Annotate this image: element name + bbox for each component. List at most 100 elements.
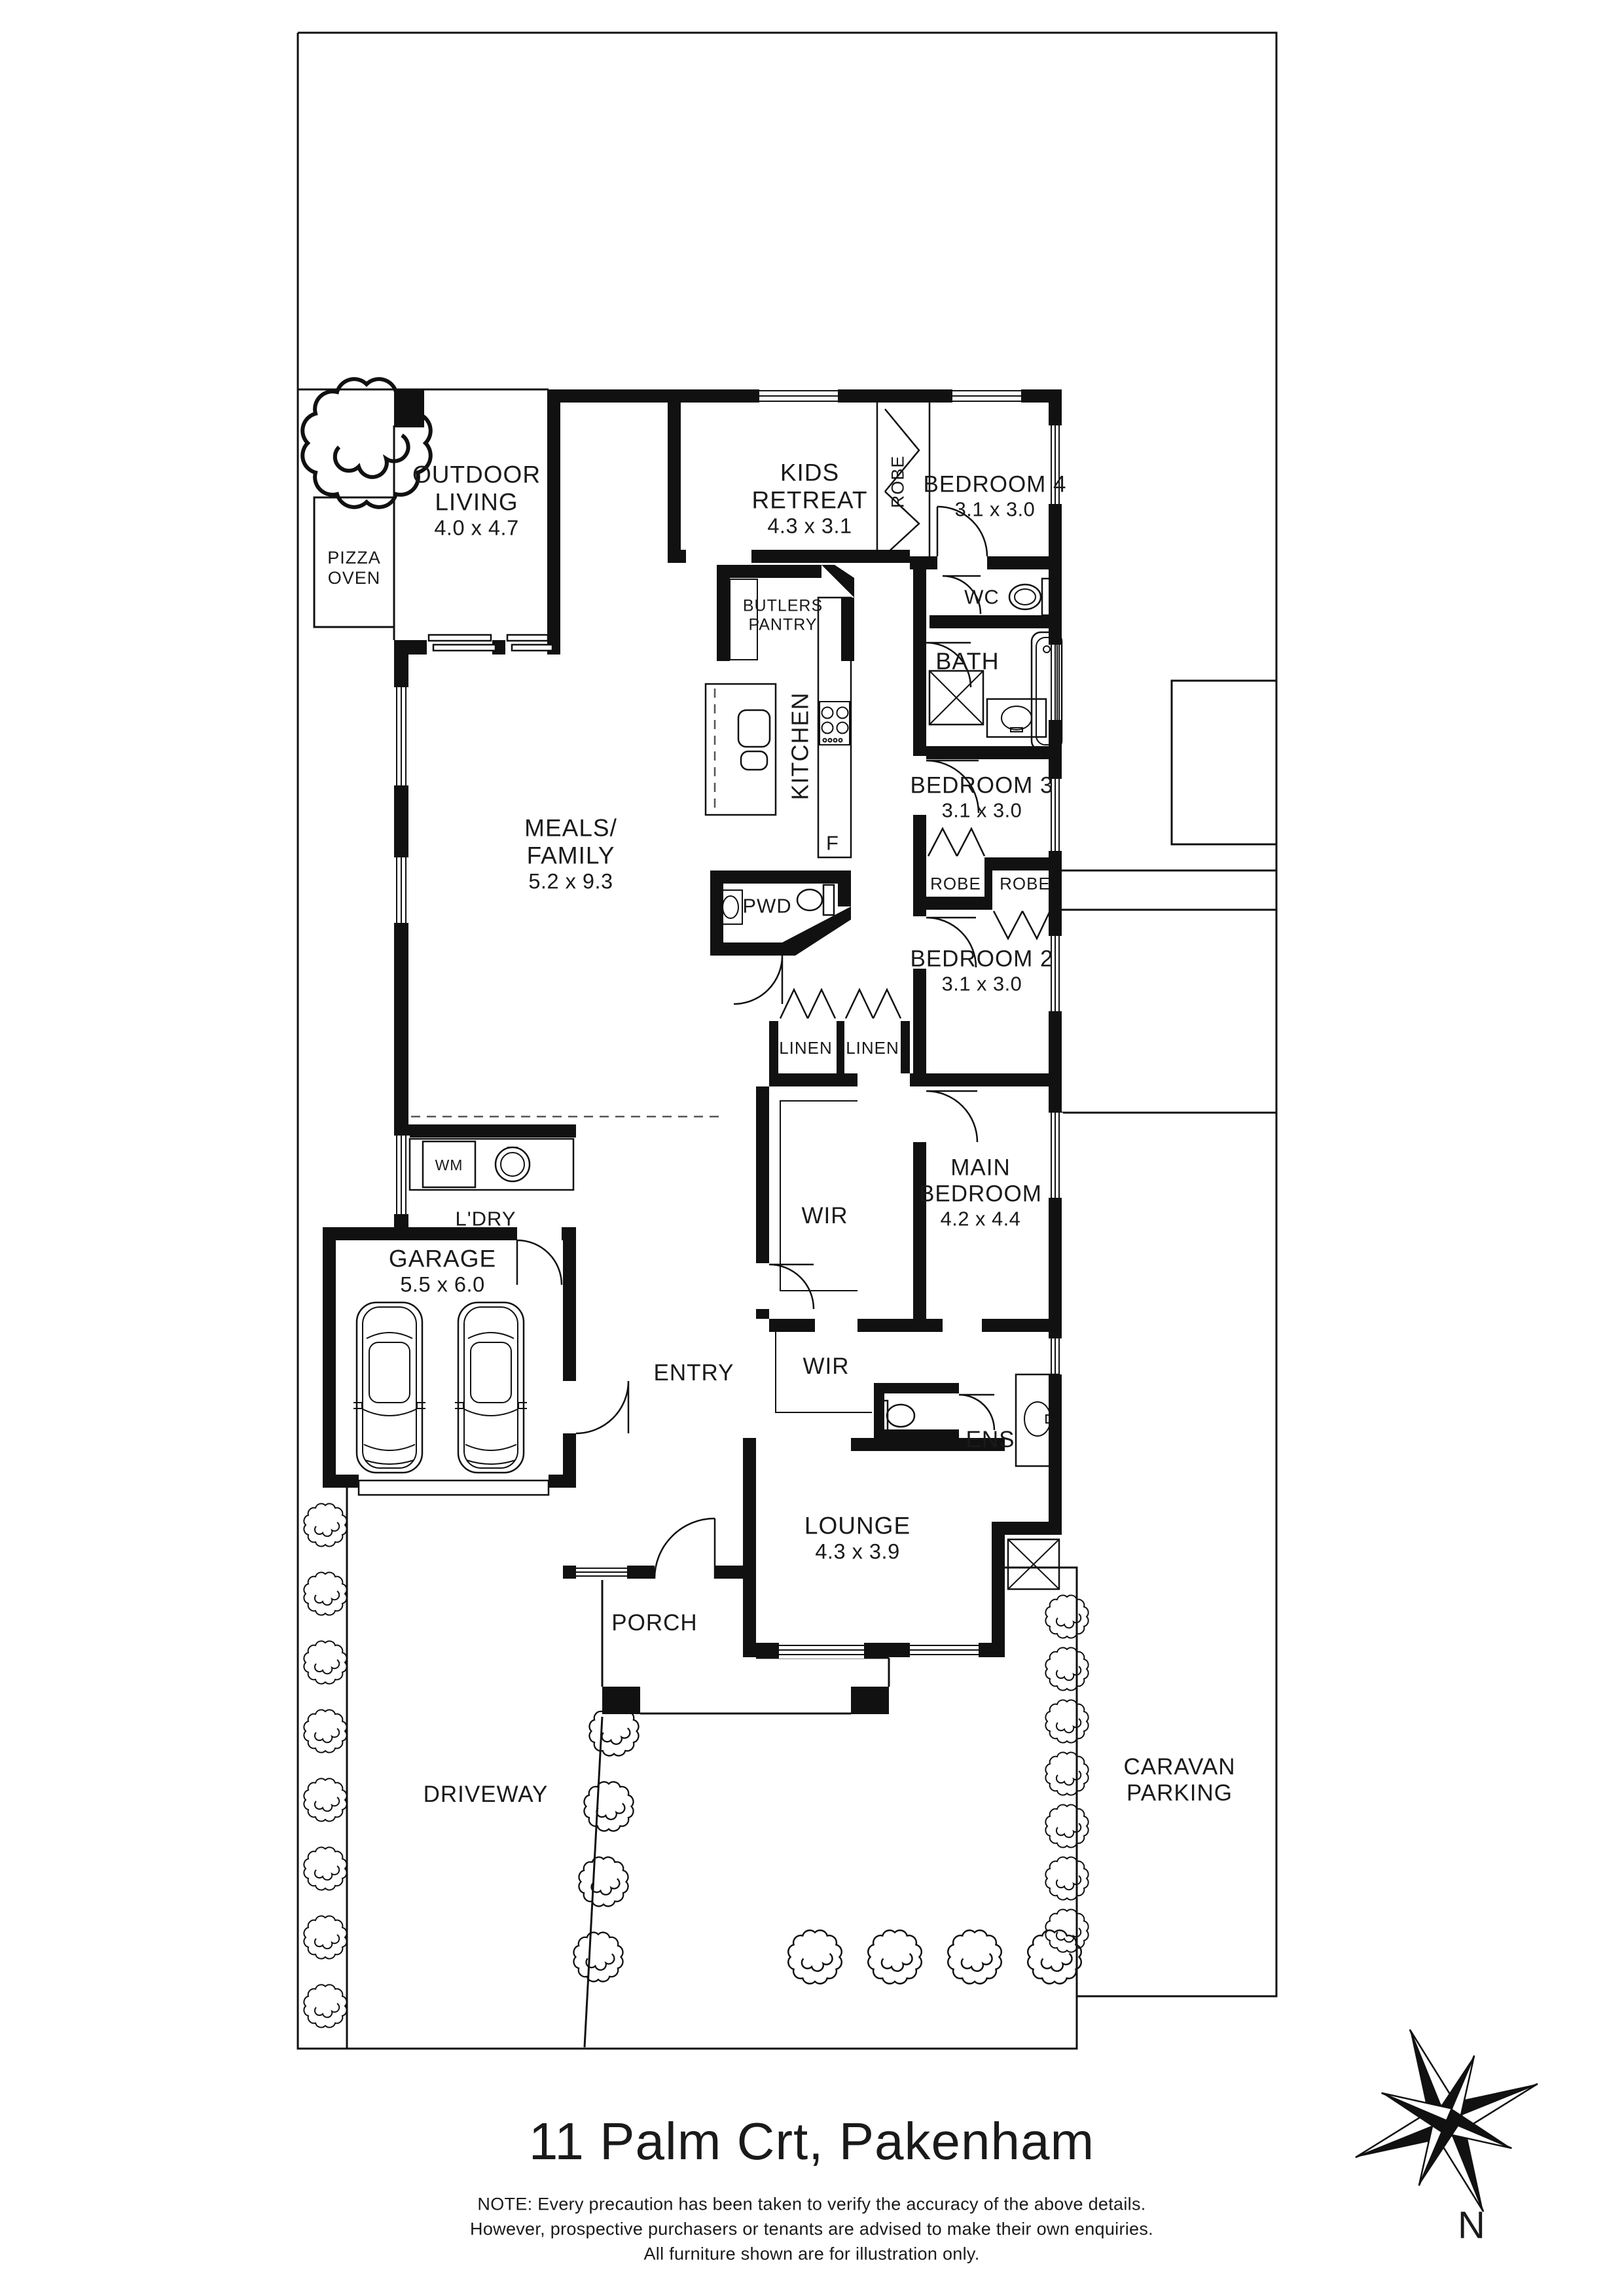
bedroom3-door xyxy=(926,759,980,814)
room-label-text: DRIVEWAY xyxy=(423,1782,549,1808)
tree-icon xyxy=(867,1929,922,1984)
tree-icon xyxy=(583,1781,634,1832)
room-label-wc: WC xyxy=(964,585,1000,608)
disclaimer-line: All furniture shown are for illustration… xyxy=(643,2244,980,2264)
room-dimensions: 4.2 x 4.4 xyxy=(940,1207,1021,1230)
room-label-text: BATH xyxy=(935,647,1000,675)
room-label-text: WM xyxy=(435,1156,463,1174)
north-label: N xyxy=(1458,2204,1485,2247)
disclaimer-line: NOTE: Every precaution has been taken to… xyxy=(477,2194,1146,2214)
compass-rose xyxy=(1355,2029,1538,2212)
room-label-text: BUTLERS xyxy=(742,596,823,615)
room-dimensions: 3.1 x 3.0 xyxy=(941,972,1022,996)
house-walls xyxy=(323,389,1062,1657)
room-label-kitchen: KITCHEN xyxy=(786,692,813,800)
kitchen-sink xyxy=(737,709,771,748)
room-label-text: MEALS/ xyxy=(524,814,617,842)
robe4-bifold xyxy=(884,408,920,556)
garage-entry-door xyxy=(575,1380,630,1435)
room-label-text: RETREAT xyxy=(751,486,868,514)
room-dimensions: 4.3 x 3.1 xyxy=(767,514,852,538)
room-label-wir-2: WIR xyxy=(803,1354,849,1380)
room-label-text: WC xyxy=(964,585,1000,609)
tree-icon xyxy=(1045,1594,1089,1639)
tree-icon xyxy=(1045,1647,1089,1691)
bath-door xyxy=(926,641,972,688)
window xyxy=(759,388,838,404)
tree-icon xyxy=(1045,1699,1089,1744)
laundry-bench xyxy=(408,1138,575,1191)
tree-icon xyxy=(303,1984,348,2028)
window xyxy=(576,1564,627,1580)
tree-icon xyxy=(573,1931,624,1982)
tree-icon xyxy=(1045,1751,1089,1796)
pantry-bench xyxy=(729,579,758,660)
room-label-text: KIDS xyxy=(780,459,840,486)
room-label-text: F xyxy=(826,831,839,855)
toilet-icon xyxy=(796,884,835,916)
room-label-text: FAMILY xyxy=(526,842,615,869)
window xyxy=(393,857,410,923)
tree-icon xyxy=(578,1856,629,1907)
driveway-right-edge xyxy=(583,1716,604,2048)
kitchen-bench xyxy=(817,596,852,859)
room-label-linen-2: LINEN xyxy=(846,1039,899,1058)
toilet-icon xyxy=(877,1399,916,1432)
basin-icon xyxy=(718,889,743,925)
room-dimensions: 3.1 x 3.0 xyxy=(954,497,1036,521)
window xyxy=(1047,936,1063,1011)
room-label-wir-main: WIR xyxy=(801,1203,848,1229)
room-label-text: MAIN xyxy=(950,1155,1011,1181)
room-label-text: ENS xyxy=(965,1427,1015,1453)
room-dimensions: 4.0 x 4.7 xyxy=(434,516,519,540)
window xyxy=(1047,1338,1063,1374)
robe-doors xyxy=(779,403,1051,1019)
room-label-text: PARKING xyxy=(1127,1780,1233,1806)
room-dimensions: 5.5 x 6.0 xyxy=(400,1272,485,1297)
room-label-text: PANTRY xyxy=(748,615,818,634)
shower-icon xyxy=(1007,1538,1060,1590)
porch-pier xyxy=(851,1687,889,1714)
pizza-oven-outline xyxy=(313,496,395,628)
tree-icon xyxy=(1045,1804,1089,1848)
window xyxy=(1047,1113,1063,1198)
laundry-garage-door xyxy=(516,1239,563,1285)
room-label-text: ENTRY xyxy=(653,1360,734,1386)
room-label-text: L'DRY xyxy=(455,1207,516,1230)
toilet-door xyxy=(958,1393,996,1431)
toilet-icon xyxy=(1008,577,1060,617)
room-label-text: ROBE xyxy=(1000,874,1051,894)
room-label-text: OVEN xyxy=(327,568,381,588)
room-label-text: BEDROOM 3 xyxy=(910,772,1054,798)
washing-machine-icon xyxy=(422,1140,477,1189)
robe3-bifold xyxy=(927,827,986,857)
garage-cars xyxy=(353,1301,527,1474)
room-label-text: KITCHEN xyxy=(786,692,814,800)
car-icon xyxy=(353,1301,425,1474)
car-icon xyxy=(455,1301,527,1474)
tree-icon xyxy=(787,1929,842,1984)
tree-icon xyxy=(303,1846,348,1891)
room-label-robe-bed3: ROBE xyxy=(930,874,981,894)
page-title: 11 Palm Crt, Pakenham xyxy=(528,2112,1095,2170)
tree-icon xyxy=(303,1778,348,1822)
room-label-entry: ENTRY xyxy=(654,1360,734,1386)
window xyxy=(952,388,1021,404)
room-label-ens: ENS xyxy=(966,1427,1015,1453)
room-label-text: ROBE xyxy=(888,455,908,509)
room-label-text: PWD xyxy=(742,894,792,918)
window xyxy=(779,1641,864,1659)
bedroom4-door xyxy=(936,505,988,557)
vanity-icon xyxy=(1015,1373,1060,1467)
tree-icon xyxy=(303,1640,348,1685)
